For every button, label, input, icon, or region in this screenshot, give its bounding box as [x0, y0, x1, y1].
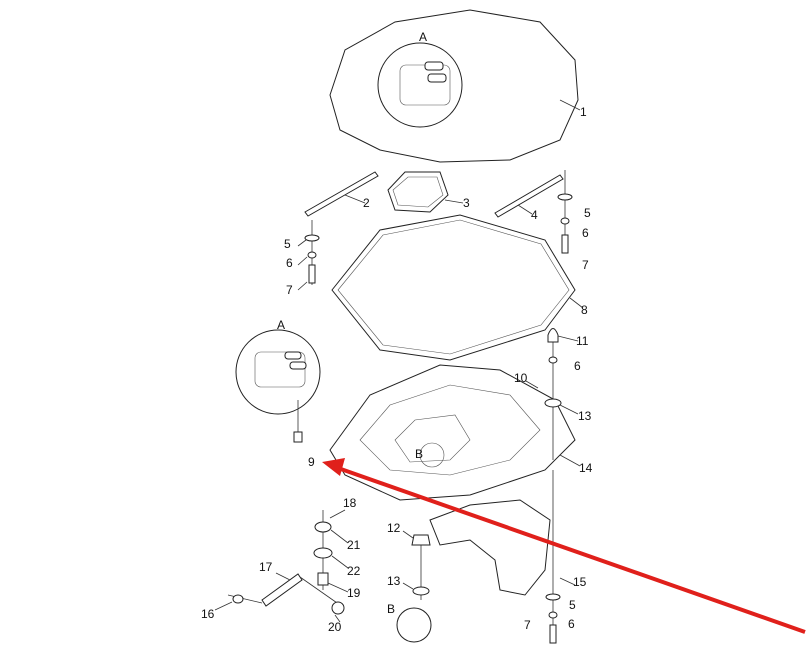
latch-part-9 — [293, 431, 303, 443]
callout-p5a: 5 — [584, 206, 591, 220]
highlight-arrow-head — [322, 458, 345, 476]
detail-a-circle-top — [377, 42, 463, 128]
callout-detail-b-tray: B — [415, 447, 424, 461]
nut-20 — [331, 601, 345, 615]
detail-b-marker — [419, 442, 445, 468]
bolt-7 — [561, 234, 569, 254]
latch-plate — [254, 351, 306, 388]
callout-p6a: 6 — [582, 226, 589, 240]
leader-line — [444, 199, 464, 204]
callout-p14: 14 — [579, 461, 593, 475]
washer-5 — [304, 234, 320, 242]
detail-a-circle-left — [235, 329, 321, 415]
leader-line — [344, 194, 366, 204]
ball-joint-16 — [232, 594, 244, 604]
gasket-inner-edge — [337, 219, 570, 355]
cap-11 — [547, 328, 559, 343]
callout-p20: 20 — [328, 620, 342, 634]
lockwasher-6 — [548, 611, 558, 619]
callout-p18: 18 — [343, 496, 357, 510]
latch-slot — [284, 351, 302, 360]
callout-p7b: 7 — [286, 283, 293, 297]
detail-b-circle-lower — [396, 607, 432, 643]
tray-inner-rim — [359, 384, 541, 476]
callout-p6b: 6 — [286, 256, 293, 270]
callout-detail-b-lower: B — [387, 602, 396, 616]
leader-lines — [214, 239, 584, 623]
callout-p3: 3 — [463, 196, 470, 210]
callout-p16: 16 — [201, 607, 215, 621]
leader-line — [517, 204, 533, 215]
latch-slot — [424, 61, 444, 71]
gas-strut-17 — [261, 573, 303, 607]
nut-12 — [411, 534, 431, 546]
callout-p21: 21 — [347, 538, 361, 552]
rail-part-2 — [304, 171, 379, 217]
lockwasher-6 — [307, 251, 317, 259]
lockwasher-6 — [548, 356, 558, 364]
washer-13 — [412, 586, 430, 596]
callout-p5c: 5 — [569, 598, 576, 612]
bushing-21 — [314, 521, 332, 533]
gasket-inner-edge — [392, 176, 444, 208]
callout-p2: 2 — [363, 196, 370, 210]
gasket-part-8 — [331, 214, 576, 361]
gasket-part-3 — [387, 171, 449, 213]
callout-p4: 4 — [531, 208, 538, 222]
callout-p7c: 7 — [524, 618, 531, 632]
callout-p10: 10 — [514, 371, 528, 385]
latch-slot — [289, 361, 307, 370]
callout-detail-a-top: A — [419, 30, 428, 44]
callout-p13b: 13 — [387, 574, 401, 588]
bolt-7 — [549, 624, 557, 644]
washer-5 — [545, 593, 561, 601]
callout-p6c: 6 — [574, 359, 581, 373]
washer-5 — [557, 193, 573, 201]
callout-p1: 1 — [580, 105, 587, 119]
callout-p8: 8 — [581, 303, 588, 317]
callout-p17: 17 — [259, 560, 273, 574]
latch-slot — [427, 73, 447, 83]
callout-p15: 15 — [573, 575, 587, 589]
guard-part-15 — [429, 499, 551, 596]
tray-recess — [394, 414, 471, 463]
leader-line — [559, 99, 581, 111]
assembly-axis — [299, 576, 341, 606]
lockwasher-6 — [560, 217, 570, 225]
callout-p19: 19 — [347, 586, 361, 600]
washer-22 — [313, 547, 333, 559]
rail-part-4 — [494, 174, 564, 218]
highlight-arrow-shaft — [337, 466, 806, 634]
callout-p13a: 13 — [578, 409, 592, 423]
washer-13 — [544, 398, 562, 408]
callout-p11: 11 — [576, 334, 589, 348]
callout-p6d: 6 — [568, 617, 575, 631]
callout-p9: 9 — [308, 455, 315, 469]
callout-p12: 12 — [387, 521, 401, 535]
callout-p7a: 7 — [582, 258, 589, 272]
callout-p5b: 5 — [284, 237, 291, 251]
callout-p22: 22 — [347, 564, 361, 578]
bracket-19 — [317, 572, 329, 586]
tray-part-14 — [329, 364, 576, 501]
callout-detail-a-left: A — [277, 318, 286, 332]
bolt-7 — [308, 264, 316, 284]
